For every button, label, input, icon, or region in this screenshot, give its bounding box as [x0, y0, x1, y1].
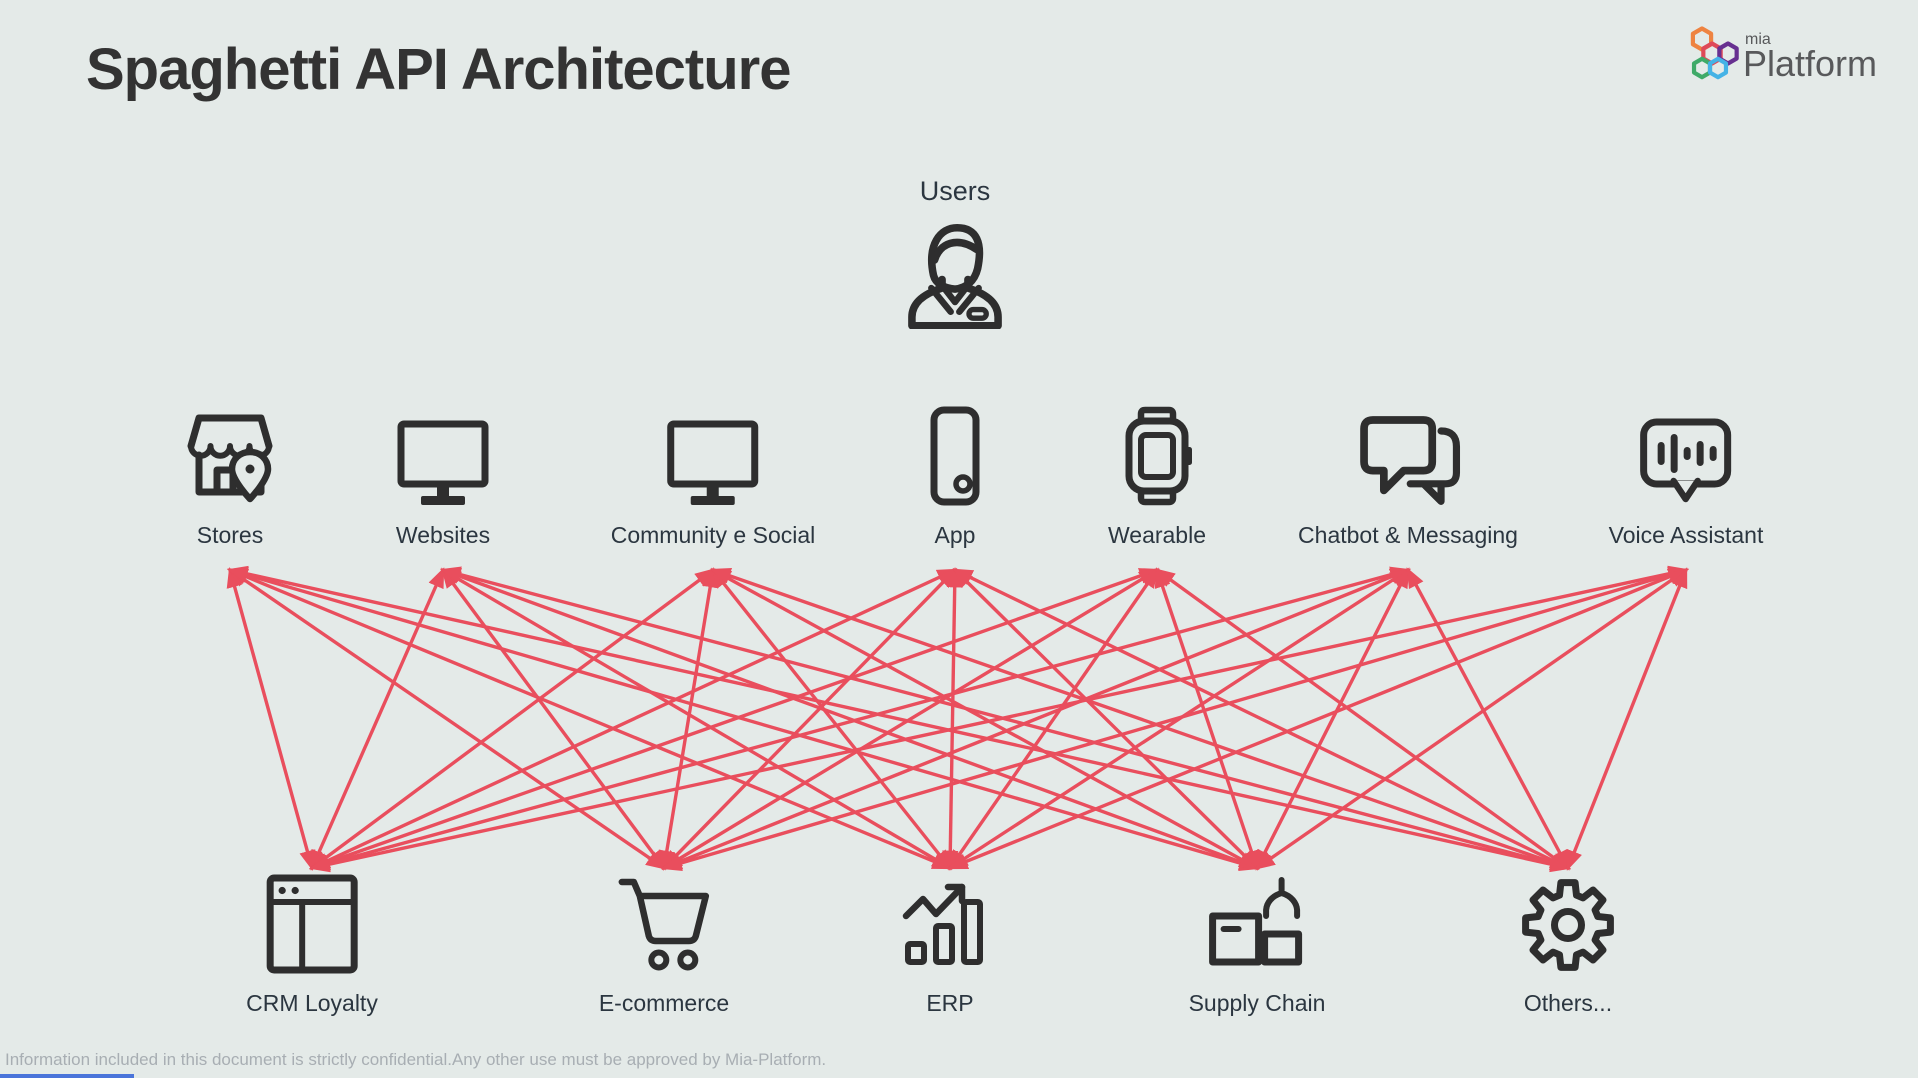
channel-label: Websites [395, 522, 491, 548]
mia-platform-logo: mia Platform [1690, 26, 1877, 84]
channel-label: App [934, 522, 976, 548]
arrow [661, 568, 1411, 870]
system-erp: ERP [900, 874, 1000, 1017]
monitor-icon [667, 420, 759, 505]
system-label: CRM Loyalty [246, 990, 378, 1016]
users-label: Users [919, 176, 991, 206]
footer-disclaimer: Information included in this document is… [5, 1050, 827, 1069]
shopping-cart-icon [618, 878, 710, 971]
browser-window-icon [266, 874, 358, 974]
bar-chart-growth-icon [902, 883, 983, 965]
logo-mia-text: mia [1745, 31, 1771, 48]
smartphone-icon [930, 406, 980, 506]
arrow [310, 567, 445, 871]
system-label: Supply Chain [1188, 990, 1326, 1016]
system-others: Others... [1518, 874, 1618, 1017]
storefront-icon [187, 414, 273, 503]
arrow [1566, 567, 1688, 871]
gear-icon [1522, 879, 1614, 971]
system-label: E-commerce [598, 990, 730, 1016]
channel-label: Chatbot & Messaging [1298, 522, 1518, 548]
channel-voice-assistant: Voice Assistant [1608, 406, 1764, 549]
system-label: ERP [926, 990, 974, 1016]
arrow [1406, 567, 1570, 871]
channel-websites: Websites [393, 406, 493, 549]
voice-bubble-icon [1640, 418, 1732, 503]
channel-chatbot-messaging: Chatbot & Messaging [1298, 406, 1518, 549]
users-group: Users [901, 176, 1009, 334]
monitor-icon [397, 420, 489, 505]
arrow [227, 566, 1260, 872]
channel-stores: Stores [177, 406, 283, 549]
arrow [948, 567, 1159, 871]
channel-label: Wearable [1107, 522, 1207, 548]
arrow [227, 568, 667, 870]
channel-community-social: Community e Social [610, 406, 816, 549]
channel-wearable: Wearable [1107, 406, 1207, 549]
logo-platform-text: Platform [1743, 43, 1877, 84]
boxes-crane-icon [1209, 877, 1303, 966]
system-label: Others... [1523, 990, 1613, 1016]
channel-label: Stores [196, 522, 264, 548]
channel-app: App [905, 406, 1005, 549]
arrow [227, 565, 1571, 873]
chat-bubbles-icon [1360, 416, 1460, 505]
person-icon [908, 224, 1002, 330]
system-ecommerce: E-commerce [599, 874, 729, 1017]
arrow [1255, 567, 1410, 871]
arrow [942, 566, 963, 872]
arrow [947, 568, 1689, 870]
system-crm-loyalty: CRM Loyalty [246, 874, 378, 1017]
logo-hexagon-blue [1707, 56, 1729, 80]
arrow [309, 568, 1160, 870]
channel-label: Community e Social [610, 522, 816, 548]
smartwatch-icon [1125, 406, 1192, 506]
video-progress-bar [0, 1074, 134, 1078]
arrow [226, 567, 316, 871]
arrow [440, 568, 1260, 870]
system-supply-chain: Supply Chain [1188, 874, 1326, 1017]
slide-title: Spaghetti API Architecture [86, 37, 791, 102]
channel-label: Voice Assistant [1608, 522, 1764, 548]
